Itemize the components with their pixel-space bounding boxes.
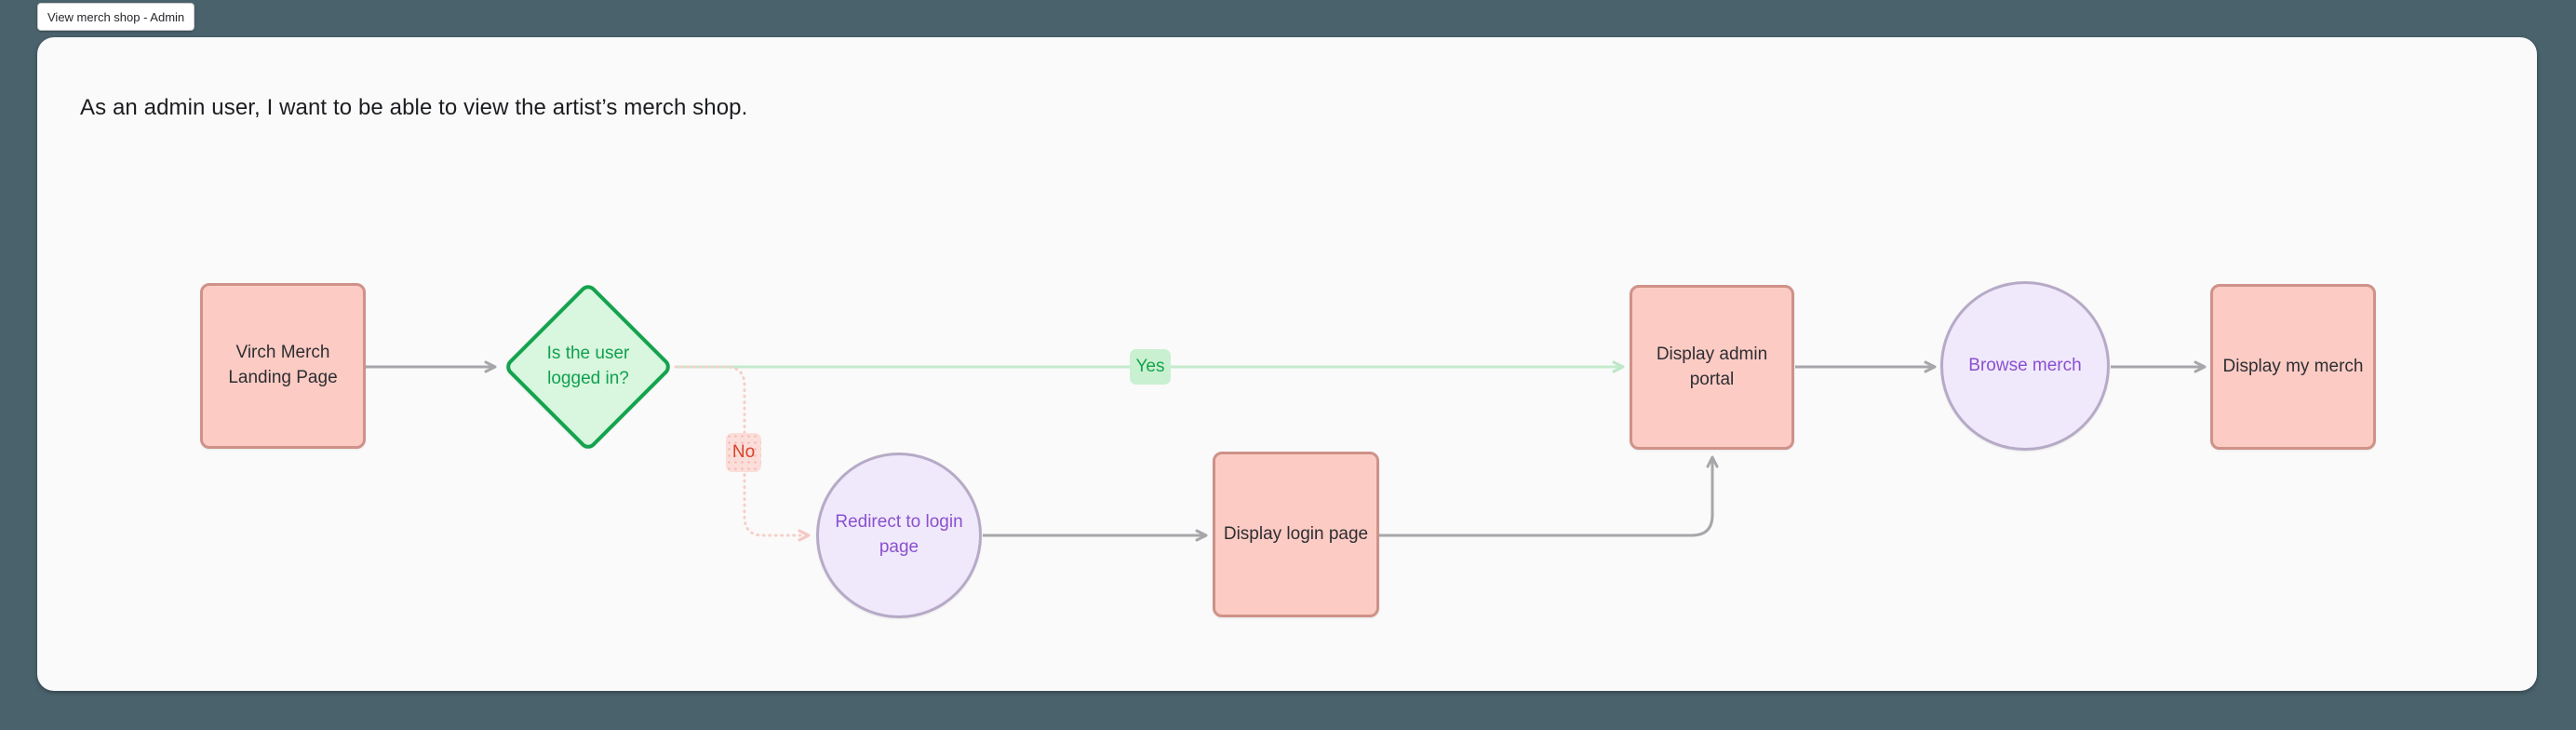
flow-node-redirect-to-login[interactable]: Redirect to login page — [816, 453, 982, 618]
user-story-heading: As an admin user, I want to be able to v… — [80, 95, 748, 120]
document-tab-label: View merch shop - Admin — [47, 9, 185, 24]
edge-displaylogin-to-adminportal — [1379, 455, 1719, 537]
edge-label-yes-text: Yes — [1135, 357, 1165, 376]
diagram-canvas: As an admin user, I want to be able to v… — [37, 37, 2537, 691]
flow-node-display-login-page[interactable]: Display login page — [1213, 452, 1379, 617]
flow-node-label: Redirect to login page — [835, 512, 963, 557]
flow-node-label: Display my merch — [2222, 356, 2364, 376]
flow-node-label: Is the user logged in? — [546, 344, 630, 388]
flow-node-label: Display admin portal — [1656, 344, 1768, 389]
edge-label-yes: Yes — [1130, 349, 1171, 385]
flow-node-is-user-logged-in[interactable]: Is the user logged in? — [503, 281, 674, 453]
document-tab[interactable]: View merch shop - Admin — [37, 3, 195, 31]
flow-node-label: Virch Merch Landing Page — [228, 343, 338, 387]
flow-node-landing-page[interactable]: Virch Merch Landing Page — [200, 283, 366, 449]
edge-label-no: No — [726, 433, 761, 472]
flow-node-label: Display login page — [1223, 523, 1369, 544]
flow-node-browse-merch[interactable]: Browse merch — [1940, 281, 2110, 451]
flow-node-display-admin-portal[interactable]: Display admin portal — [1630, 285, 1794, 450]
edge-label-no-text: No — [731, 442, 756, 462]
flow-node-display-my-merch[interactable]: Display my merch — [2210, 284, 2376, 450]
flow-node-label: Browse merch — [1968, 355, 2082, 375]
